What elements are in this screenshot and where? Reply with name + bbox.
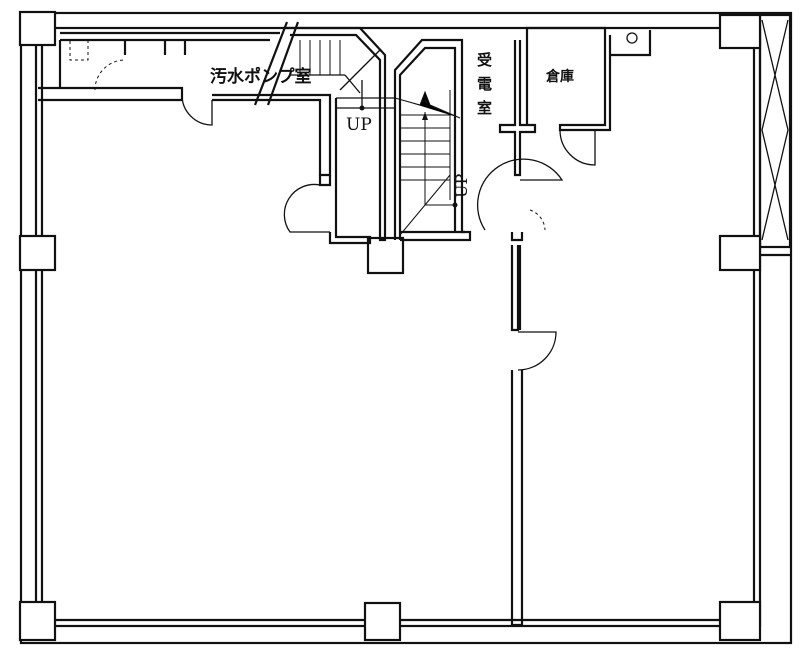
stair-up-label-right: UP bbox=[452, 173, 471, 198]
pump-room-walls bbox=[38, 31, 332, 177]
power-room-walls bbox=[476, 40, 564, 242]
storage-walls bbox=[525, 26, 652, 166]
stair-right bbox=[393, 38, 472, 242]
storage-label: 倉庫 bbox=[546, 69, 574, 85]
left-door bbox=[283, 98, 372, 245]
stair-left bbox=[253, 21, 395, 242]
power-room-label: 受電室 bbox=[477, 48, 493, 120]
columns bbox=[18, 10, 762, 642]
center-partition bbox=[510, 245, 557, 627]
power-room-text: 受電室 bbox=[477, 51, 493, 117]
elevator-shaft bbox=[758, 13, 792, 257]
stair-up-label-left: UP bbox=[346, 115, 372, 135]
stair-marker-label: A bbox=[420, 94, 428, 107]
outer-walls bbox=[19, 11, 793, 645]
pump-room-label: 汚水ポンプ室 bbox=[210, 67, 312, 87]
